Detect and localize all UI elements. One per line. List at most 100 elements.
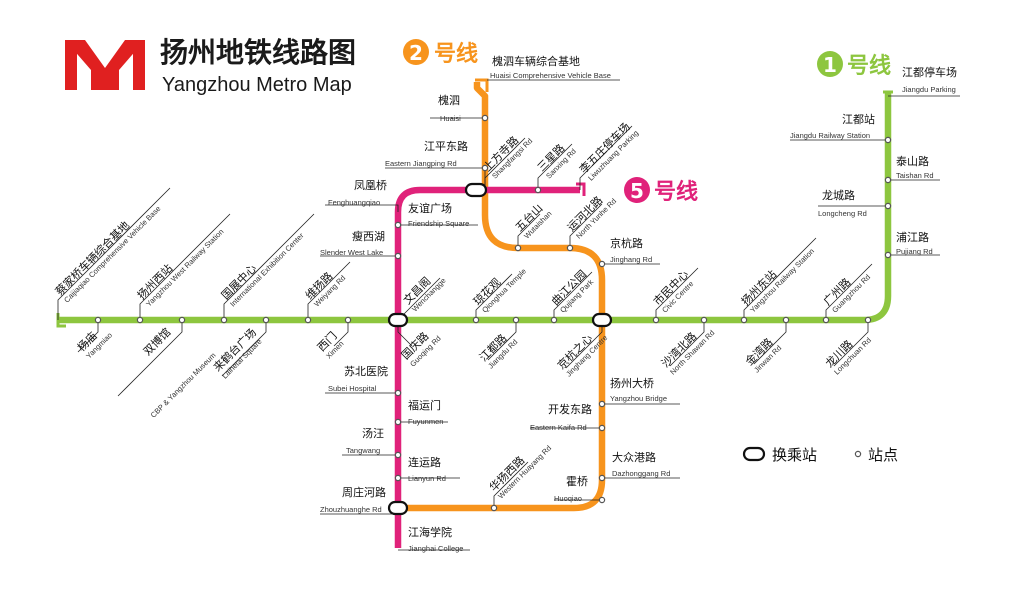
svg-text:号线: 号线 bbox=[847, 53, 891, 79]
station-guoqing: 国庆路 Guoqing Rd bbox=[398, 329, 443, 369]
station-tangwang: 汤汪 Tangwang bbox=[346, 426, 384, 455]
svg-text:Tangwang: Tangwang bbox=[346, 446, 380, 455]
svg-text:5: 5 bbox=[630, 179, 644, 203]
svg-text:江海学院: 江海学院 bbox=[408, 525, 452, 539]
svg-text:瘦西湖: 瘦西湖 bbox=[352, 229, 385, 243]
station-dazhonggang: 大众港路 Dazhonggang Rd bbox=[612, 450, 670, 478]
legend-station-label: 站点 bbox=[868, 446, 898, 464]
station-youyi: 友谊广场 Friendship Square bbox=[408, 201, 469, 228]
station-jiangdu-rd: 江都路 Jiangdu Rd bbox=[477, 332, 519, 371]
line-5-badge: 5 号线 bbox=[624, 177, 698, 205]
svg-text:江都停车场: 江都停车场 bbox=[902, 65, 957, 79]
station-jiangping: 江平东路 Eastern Jiangping Rd bbox=[385, 140, 468, 168]
svg-text:CBP & Yangzhou Museum: CBP & Yangzhou Museum bbox=[149, 351, 218, 420]
station-shuangbowan: 双博馆 CBP & Yangzhou Museum bbox=[140, 325, 218, 420]
svg-text:Jianghai College: Jianghai College bbox=[408, 544, 463, 553]
station-yangzhouxi: 扬州西站 Yangzhou West Railway Station bbox=[134, 227, 225, 308]
svg-text:号线: 号线 bbox=[434, 41, 478, 67]
svg-text:Fenghuangqiao: Fenghuangqiao bbox=[328, 198, 380, 207]
page-title: 扬州地铁线路图 bbox=[160, 36, 356, 69]
svg-text:扬州大桥: 扬州大桥 bbox=[610, 376, 654, 390]
svg-text:Huaisi: Huaisi bbox=[440, 114, 461, 123]
station-taishan: 泰山路 Taishan Rd bbox=[896, 154, 934, 180]
station-ximen: 西门 Ximen bbox=[314, 329, 345, 361]
station-fenghuangqiao: 凤凰桥 Fenghuangqiao bbox=[328, 179, 387, 207]
svg-text:汤汪: 汤汪 bbox=[362, 426, 384, 440]
svg-text:Eastern Jiangping Rd: Eastern Jiangping Rd bbox=[385, 159, 457, 168]
svg-text:大众港路: 大众港路 bbox=[612, 450, 656, 464]
station-weiyang: 维扬路 Weiyang Rd bbox=[302, 269, 347, 309]
page-subtitle: Yangzhou Metro Map bbox=[162, 74, 352, 96]
svg-text:周庄河路: 周庄河路 bbox=[342, 485, 386, 499]
station-huayangxi: 华扬西路 Western Huayang Rd bbox=[486, 444, 553, 501]
station-leaders bbox=[57, 79, 960, 551]
station-shimin: 市民中心 Civic Centre bbox=[650, 267, 695, 314]
station-zhouzhuanghe: 周庄河路 Zhouzhuanghe Rd bbox=[320, 485, 386, 514]
station-guozhan: 国展中心 International Exhibition Center bbox=[219, 231, 306, 309]
station-pujiang: 浦江路 Pujiang Rd bbox=[896, 231, 933, 256]
svg-text:Huaisi Comprehensive Vehicle B: Huaisi Comprehensive Vehicle Base bbox=[490, 71, 611, 80]
legend-transfer-label: 换乘站 bbox=[772, 446, 817, 464]
station-subei: 苏北医院 Subei Hospital bbox=[328, 364, 388, 393]
station-shawan: 沙湾北路 North Shawan Rd bbox=[658, 328, 716, 376]
station-sanxing: 三星路 Sanxing Rd bbox=[535, 142, 578, 181]
svg-text:凤凰桥: 凤凰桥 bbox=[354, 179, 387, 192]
svg-text:友谊广场: 友谊广场 bbox=[408, 201, 452, 215]
svg-text:International Exhibition Cente: International Exhibition Center bbox=[228, 231, 306, 309]
station-yangzhoudaqiao: 扬州大桥 Yangzhou Bridge bbox=[610, 376, 667, 403]
svg-text:江都站: 江都站 bbox=[842, 112, 875, 126]
legend: 换乘站 站点 bbox=[742, 446, 898, 464]
station-jianghai: 江海学院 Jianghai College bbox=[408, 525, 463, 553]
svg-text:江平东路: 江平东路 bbox=[424, 140, 468, 153]
line-1-badge: 1 号线 bbox=[817, 51, 891, 79]
station-shangfangsi: 上方寺路 Shangfangsi Rd bbox=[480, 133, 534, 180]
svg-text:连运路: 连运路 bbox=[408, 456, 441, 469]
svg-text:浦江路: 浦江路 bbox=[896, 231, 929, 244]
svg-text:槐泗车辆综合基地: 槐泗车辆综合基地 bbox=[492, 54, 580, 68]
svg-text:蔡家桥车辆综合基地: 蔡家桥车辆综合基地 bbox=[52, 218, 132, 298]
svg-text:Pujiang Rd: Pujiang Rd bbox=[896, 247, 933, 256]
svg-text:Jiangdu Parking: Jiangdu Parking bbox=[902, 85, 956, 94]
legend-station-icon bbox=[854, 450, 862, 458]
svg-text:双博馆: 双博馆 bbox=[140, 325, 173, 358]
line-2-badge: 2 号线 bbox=[403, 39, 478, 67]
svg-text:Lianyun Rd: Lianyun Rd bbox=[408, 474, 446, 483]
station-wutaishan: 五台山 Wutaishan bbox=[512, 201, 553, 241]
line-5-track bbox=[394, 186, 580, 548]
svg-text:Fuyunmen: Fuyunmen bbox=[408, 417, 443, 426]
svg-text:槐泗: 槐泗 bbox=[438, 93, 460, 107]
svg-text:Yangzhou West Railway Station: Yangzhou West Railway Station bbox=[144, 227, 225, 308]
svg-text:Huoqiao: Huoqiao bbox=[554, 494, 582, 503]
station-huoqiao: 霍桥 Huoqiao bbox=[554, 475, 588, 503]
svg-text:Friendship Square: Friendship Square bbox=[408, 219, 469, 228]
svg-text:号线: 号线 bbox=[654, 179, 698, 205]
svg-text:福运门: 福运门 bbox=[408, 398, 441, 412]
svg-text:Subei Hospital: Subei Hospital bbox=[328, 384, 377, 393]
station-dots bbox=[94, 114, 892, 512]
line-1-track bbox=[58, 92, 892, 324]
svg-text:Jiangdu Railway Station: Jiangdu Railway Station bbox=[790, 131, 870, 140]
svg-text:Taishan Rd: Taishan Rd bbox=[896, 171, 934, 180]
station-wenchang: 文昌阁 Wenchangge bbox=[400, 274, 447, 314]
svg-text:京杭路: 京杭路 bbox=[610, 236, 643, 250]
svg-text:Slender West Lake: Slender West Lake bbox=[320, 248, 383, 257]
svg-text:Dazhonggang Rd: Dazhonggang Rd bbox=[612, 469, 670, 478]
transfer-stations bbox=[387, 182, 613, 516]
station-huaisi-base: 槐泗车辆综合基地 Huaisi Comprehensive Vehicle Ba… bbox=[490, 54, 611, 80]
svg-text:1: 1 bbox=[823, 53, 837, 77]
station-longcheng: 龙城路 Longcheng Rd bbox=[818, 189, 867, 218]
station-yangzhoudong: 扬州东站 Yangzhou Railway Station bbox=[738, 247, 816, 315]
svg-text:Jinghang Rd: Jinghang Rd bbox=[610, 255, 652, 264]
station-jinwan: 金湾路 Jinwan Rd bbox=[742, 335, 783, 375]
station-yunhebei: 运河北路 North Yunhe Rd bbox=[565, 194, 618, 241]
svg-text:Zhouzhuanghe Rd: Zhouzhuanghe Rd bbox=[320, 505, 382, 514]
station-qionghua: 琼花观 Qionghua Temple bbox=[470, 267, 528, 315]
station-jiangduzhan: 江都站 Jiangdu Railway Station bbox=[790, 112, 875, 140]
svg-text:Longcheng Rd: Longcheng Rd bbox=[818, 209, 867, 218]
svg-text:苏北医院: 苏北医院 bbox=[344, 364, 388, 378]
station-liwuzhuang: 李五庄停车场 Liwuzhuang Parking bbox=[576, 120, 640, 183]
svg-text:龙城路: 龙城路 bbox=[822, 189, 855, 202]
station-laiheting: 来鹤台广场 Laihetai Square bbox=[210, 325, 263, 380]
legend-transfer-icon bbox=[742, 446, 766, 462]
